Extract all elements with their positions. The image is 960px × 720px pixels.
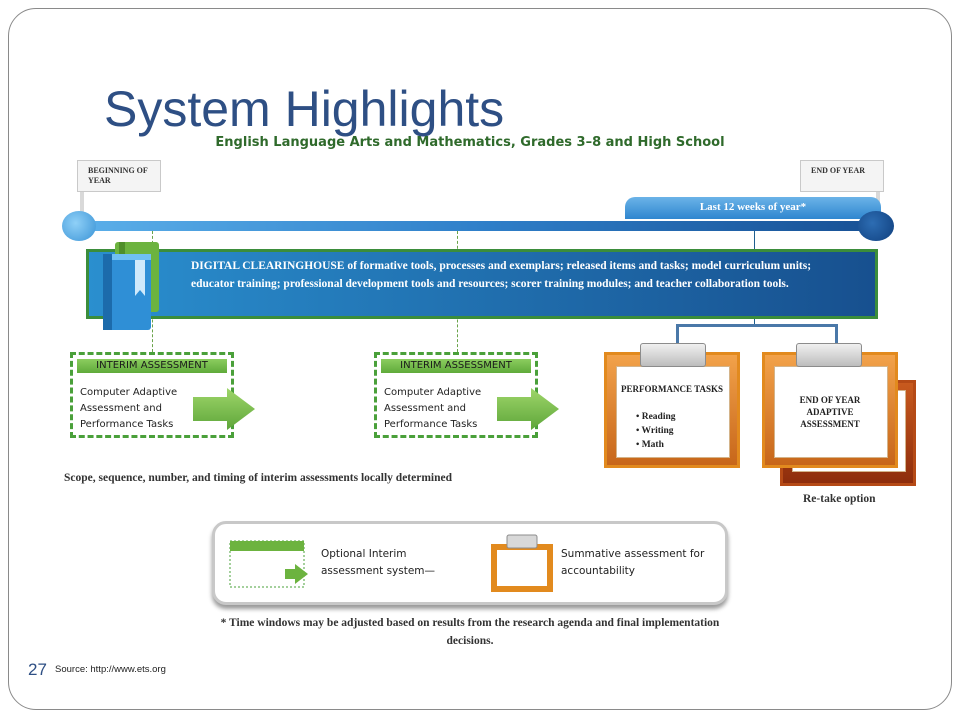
interim-1-body: Computer Adaptive Assessment and Perform… [80, 387, 178, 430]
books-icon [103, 242, 159, 330]
performance-tasks-paper [616, 366, 730, 458]
time-window-footnote: * Time windows may be adjusted based on … [220, 617, 720, 647]
interim-2-arrow-icon [497, 388, 559, 430]
clearinghouse-text: DIGITAL CLEARINGHOUSE of formative tools… [191, 260, 812, 290]
start-of-year-tag: BEGINNING OF YEAR [77, 160, 161, 192]
optional-interim-legend-icon [229, 540, 308, 588]
interim-1-heading: INTERIM ASSESSMENT [77, 359, 227, 373]
interim-1-arrow-icon [193, 388, 255, 430]
performance-task-item: • Math [636, 440, 664, 450]
summative-bracket [676, 324, 838, 349]
page-title: System Highlights [104, 81, 505, 137]
performance-task-item: • Writing [636, 426, 674, 436]
timeline-start-cap [62, 211, 96, 241]
source-credit: Source: http://www.ets.org [55, 664, 166, 675]
end-of-year-title: END OF YEAR ADAPTIVE ASSESSMENT [799, 395, 861, 429]
interim-assessment-2: INTERIM ASSESSMENT Computer Adaptive Ass… [374, 352, 538, 438]
summative-legend-text: Summative assessment for accountability [561, 548, 705, 577]
digital-clearinghouse-banner: DIGITAL CLEARINGHOUSE of formative tools… [86, 249, 878, 319]
summative-connector-mid [754, 319, 755, 325]
page-subtitle: English Language Arts and Mathematics, G… [215, 135, 725, 150]
interim-assessment-1: INTERIM ASSESSMENT Computer Adaptive Ass… [70, 352, 234, 438]
start-tag-post [80, 192, 84, 214]
performance-tasks-title: PERFORMANCE TASKS [621, 384, 723, 394]
summative-connector-top [754, 231, 755, 249]
last-12-weeks-window: Last 12 weeks of year* [625, 197, 881, 219]
page-number: 27 [28, 660, 47, 679]
optional-interim-legend-text: Optional Interim assessment system— [321, 548, 436, 577]
interim-2-heading: INTERIM ASSESSMENT [381, 359, 531, 373]
timeline-bar [70, 221, 892, 231]
performance-clip-icon [640, 343, 706, 367]
interim-2-body: Computer Adaptive Assessment and Perform… [384, 387, 482, 430]
scope-note: Scope, sequence, number, and timing of i… [64, 472, 453, 484]
retake-option-label: Re-take option [803, 493, 876, 505]
end-of-year-tag: END OF YEAR [800, 160, 884, 192]
timeline-end-cap [858, 211, 894, 241]
legend-box: Optional Interim assessment system— Summ… [212, 521, 728, 605]
end-of-year-paper [774, 366, 888, 458]
performance-task-item: • Reading [636, 412, 676, 422]
summative-legend-icon [491, 534, 553, 592]
performance-tasks-list: • Reading • Writing • Math [636, 410, 676, 452]
end-of-year-clip-icon [796, 343, 862, 367]
